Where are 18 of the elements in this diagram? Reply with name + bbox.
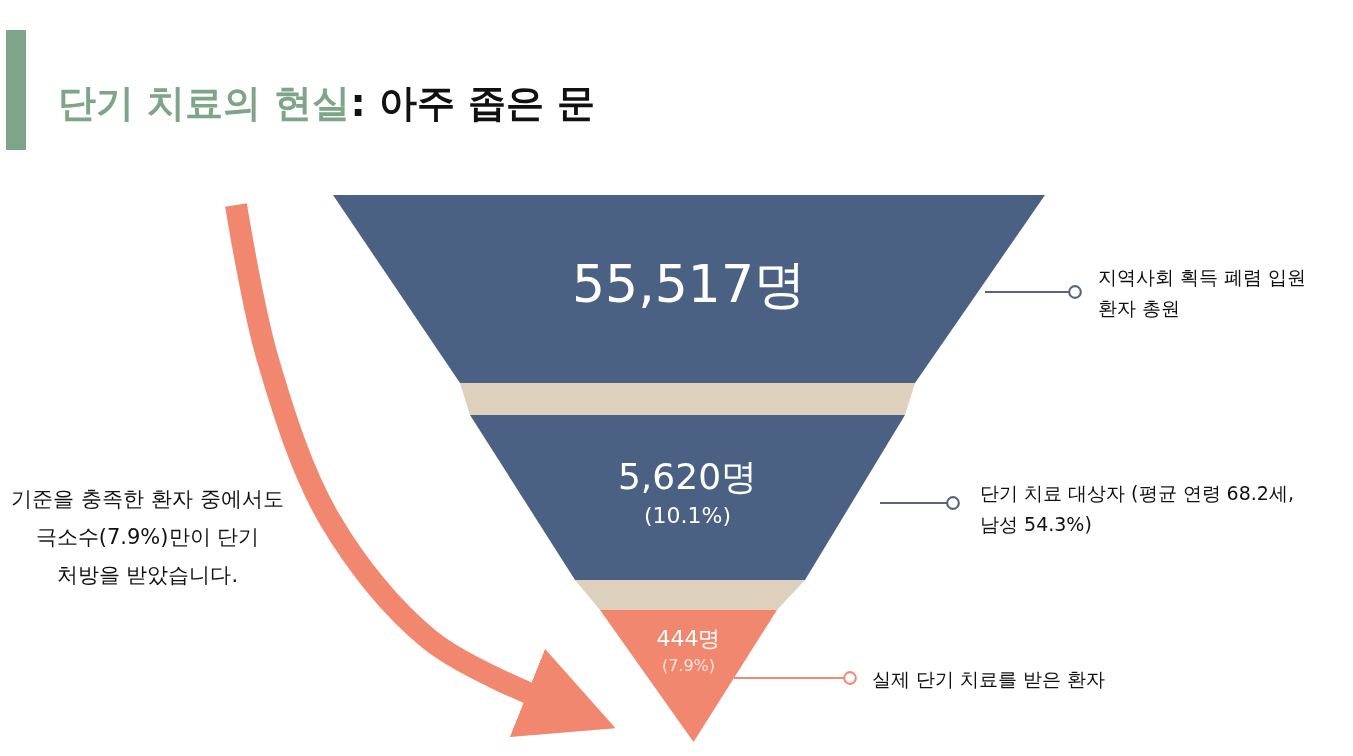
funnel-level [470,415,905,580]
percent-label: (10.1%) [642,503,733,528]
percent-label: (7.9%) [660,656,717,675]
leader-label: 단기 치료 대상자 (평균 연령 68.2세, 남성 54.3%) [980,481,1295,537]
leader-label: 지역사회 획득 폐렴 입원 환자 총원 [1098,265,1308,321]
leader-label: 실제 단기 치료를 받은 환자 [872,667,1107,692]
funnel-level [333,195,1045,383]
curved-arrow [225,203,616,737]
count-label: 444명 [655,625,722,653]
funnel-triangle [600,610,777,742]
funnel-band [460,383,915,415]
count-label: 5,620명 [616,455,759,499]
title: 단기 치료의 현실: 아주 좁은 문 [58,80,596,127]
count-label: 55,517명 [571,253,807,316]
leader-line [984,285,1082,299]
leader-line [879,496,960,510]
note-text: 기준을 충족한 환자 중에서도 극소수(7.9%)만이 단기 처방을 받았습니다. [10,486,285,589]
leader-line [733,671,857,685]
